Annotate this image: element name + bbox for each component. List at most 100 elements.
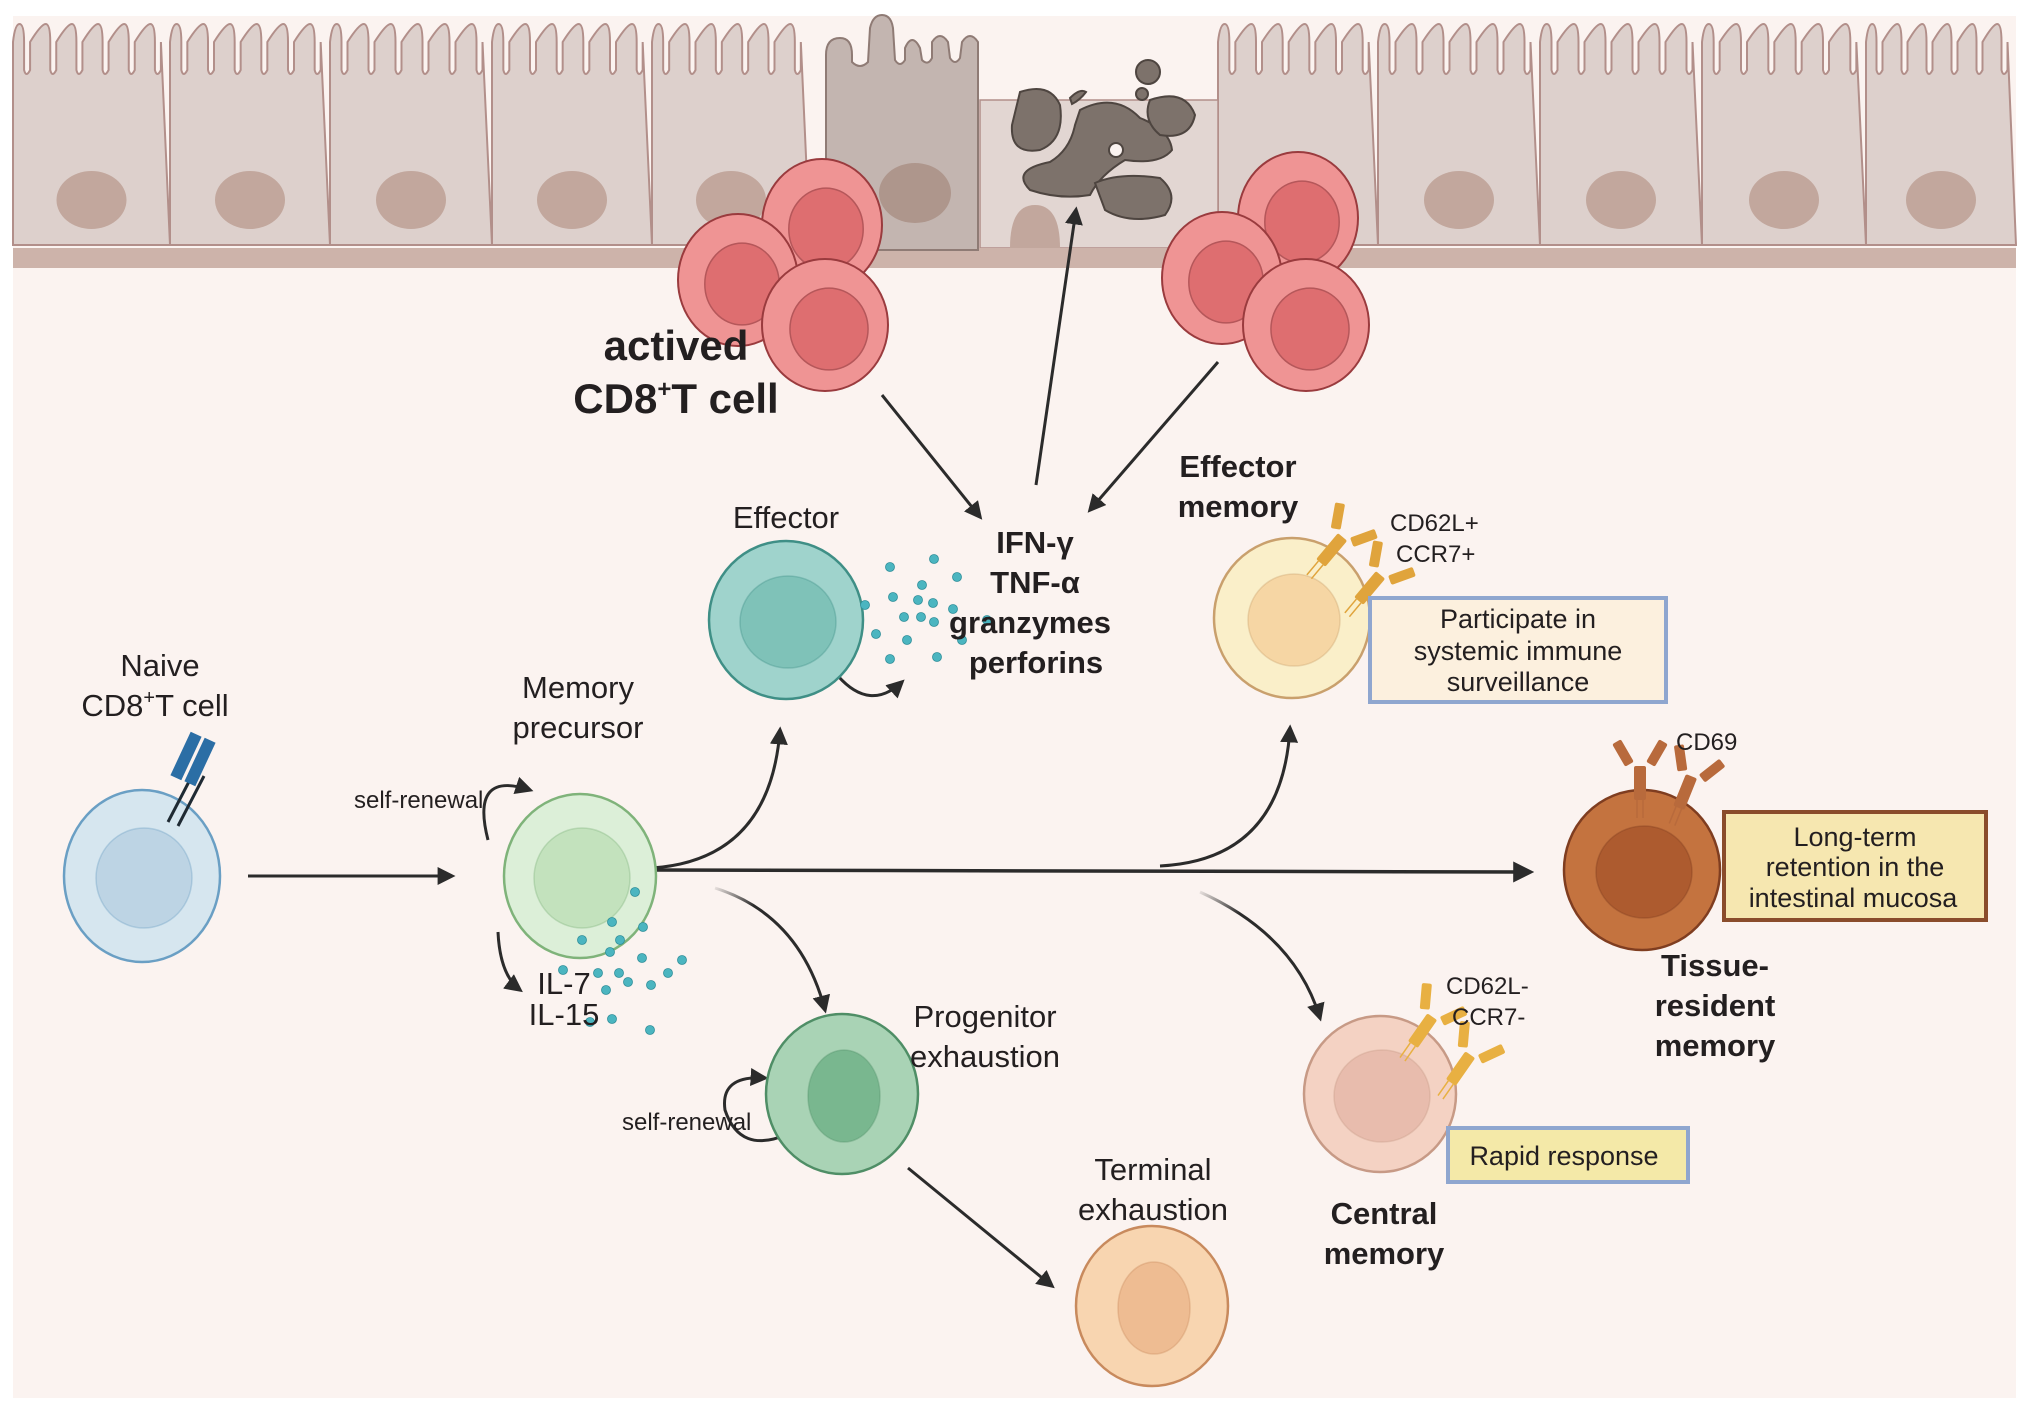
cytokine-dot [605,947,615,957]
cytokine-dot [558,965,568,975]
cytokine-dot [902,635,912,645]
effector-memory-cell [1212,536,1372,700]
apoptotic-cell-debris [1010,59,1197,220]
cd69-receptor-icon [1668,744,1725,826]
cell-nucleus [533,827,631,929]
activated-cd8-t-cell [1242,258,1370,392]
arrow-cytokines-to-apoptotic-cell [1034,206,1083,486]
cytokine-dot [615,935,625,945]
cytokine-il15-label: IL-15 [529,997,600,1032]
cell-nucleus [1333,1049,1431,1143]
cell-nucleus [1117,1261,1191,1355]
cd69-receptor-icon [1612,739,1668,818]
tissue-resident-note-line1: Long-term [1793,822,1916,852]
cytokine-dot [646,980,656,990]
tissue-resident-marker-cd69: CD69 [1676,729,1737,756]
cytokine-dot [623,977,633,987]
epithelial-cell [329,22,494,246]
tissue-resident-label-line3: memory [1655,1028,1776,1063]
central-memory-label-line1: Central [1331,1196,1438,1231]
arrow-to-central-memory [1199,890,1325,1022]
cytokine-dot [932,652,942,662]
cell-nucleus [95,827,193,929]
cytokine-il7-label: IL-7 [537,966,590,1001]
epithelial-nucleus [215,171,285,229]
effector-product-tnf: TNF-α [990,565,1080,600]
activated-cd8-label-line1: actived [604,322,749,369]
cytokine-dot [638,922,648,932]
tissue-resident-memory-cell [1562,788,1722,952]
pathway-arrows [248,206,1535,1289]
cytokine-dot [928,598,938,608]
arrow-trm-to-effector-memory [1159,724,1299,868]
cytokine-dot [917,580,927,590]
central-memory-note: Rapid response [1469,1141,1658,1171]
tissue-resident-note-line2: retention in the [1766,852,1945,882]
epithelial-cell [491,22,654,246]
cytokine-dot [607,1014,617,1024]
cytokine-dot [952,572,962,582]
memory-precursor-label-line1: Memory [522,670,634,705]
cytokine-dot [614,968,624,978]
central-memory-label-line2: memory [1324,1236,1445,1271]
progenitor-exhaustion-label-line2: exhaustion [910,1039,1060,1074]
central-memory-marker-cd62l: CD62L- [1446,973,1529,1000]
ccr7-receptor-icon [1437,1021,1505,1100]
progenitor-self-renewal-label: self-renewal [622,1109,751,1136]
cytokine-dot [630,887,640,897]
epithelial-nucleus [376,171,446,229]
epithelial-nucleus [537,171,607,229]
arrow-activated-left-to-cytokines [880,394,983,520]
tissue-resident-label-line2: resident [1655,988,1776,1023]
cytokine-dot [677,955,687,965]
cytokine-dot [888,592,898,602]
arrow-precursor-self-renewal [482,776,534,841]
precursor-self-renewal-label: self-renewal [354,787,483,814]
epithelial-nucleus [1906,171,1976,229]
tissue-resident-note-box [1722,810,1988,922]
cytokine-dot [637,953,647,963]
effector-memory-note-line3: surveillance [1447,667,1590,697]
effector-memory-marker-cd62l: CD62L+ [1390,510,1479,537]
cell-nucleus [739,575,837,669]
cytokine-dot [957,635,967,645]
naive-label-line1: Naive [120,648,199,683]
epithelial-nucleus [1749,171,1819,229]
naive-cd8-t-cell [62,788,222,964]
epithelial-cell [1377,22,1542,246]
epithelial-cell [1701,22,1868,246]
cytokine-dot [885,654,895,664]
memory-precursor-label-line2: precursor [513,710,644,745]
memory-precursor-cell [502,792,658,960]
arrow-effector-release [836,675,905,699]
central-memory-note-box [1446,1126,1690,1184]
naive-label-line2: CD8+T cell [81,687,228,723]
cytokine-dot [916,612,926,622]
epithelial-nucleus [1424,171,1494,229]
central-memory-cell [1302,1014,1458,1174]
tcr-receptor-icon [166,731,216,827]
activated-cd8-cluster-left [677,158,889,392]
cytokine-particles [558,554,992,1035]
terminal-exhaustion-label-line2: exhaustion [1078,1192,1228,1227]
ccr7-receptor-icon [1344,540,1416,618]
cytokine-dot [663,968,673,978]
arrow-activated-right-to-cytokines [1087,361,1220,513]
cytokine-dot [593,968,603,978]
effector-memory-label-line1: Effector [1179,449,1296,484]
cytokine-dot [913,595,923,605]
arrow-precursor-cytokine-release [496,931,523,993]
terminal-exhaustion-label-line1: Terminal [1094,1152,1211,1187]
cytokine-dot [860,600,870,610]
cytokine-dot [601,985,611,995]
arrow-precursor-to-effector [651,726,788,870]
basement-membrane [13,248,2016,268]
effector-memory-note-line1: Participate in [1440,604,1596,634]
cytokine-dot [577,935,587,945]
cell-nucleus [1247,573,1341,667]
tissue-resident-label-line1: Tissue- [1661,948,1769,983]
effector-memory-note-box [1368,596,1668,704]
cytokine-dot [899,612,909,622]
cell-nucleus [1595,825,1693,919]
effector-memory-marker-ccr7: CCR7+ [1396,541,1475,568]
